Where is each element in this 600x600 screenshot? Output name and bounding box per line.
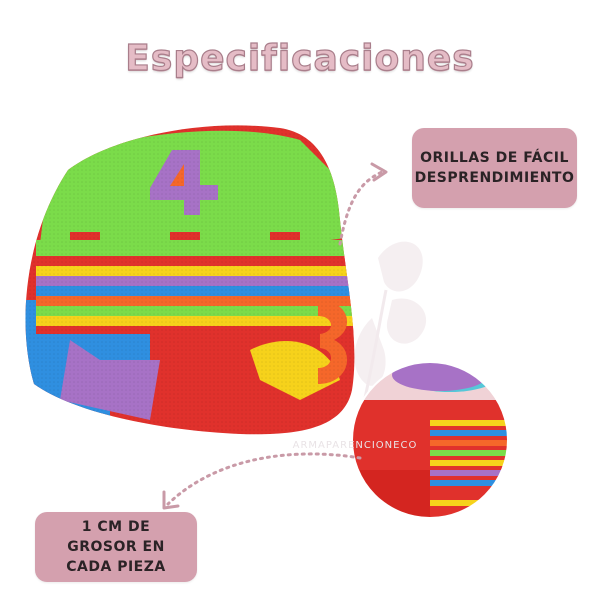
callout-line: DESPRENDIMIENTO	[414, 170, 575, 186]
callout-easy-detach: ORILLAS DE FÁCIL DESPRENDIMIENTO	[412, 128, 577, 208]
callout-line: GROSOR EN	[67, 539, 165, 555]
callout-thickness: 1 CM DE GROSOR EN CADA PIEZA	[35, 512, 197, 582]
callout-line: CADA PIEZA	[66, 559, 166, 575]
callout-line: 1 CM DE	[81, 519, 151, 535]
callout-line: ORILLAS DE FÁCIL	[420, 150, 569, 166]
page-title: Especificaciones	[125, 37, 475, 79]
watermark-text: ARMAPARENCIONECO	[292, 440, 418, 451]
